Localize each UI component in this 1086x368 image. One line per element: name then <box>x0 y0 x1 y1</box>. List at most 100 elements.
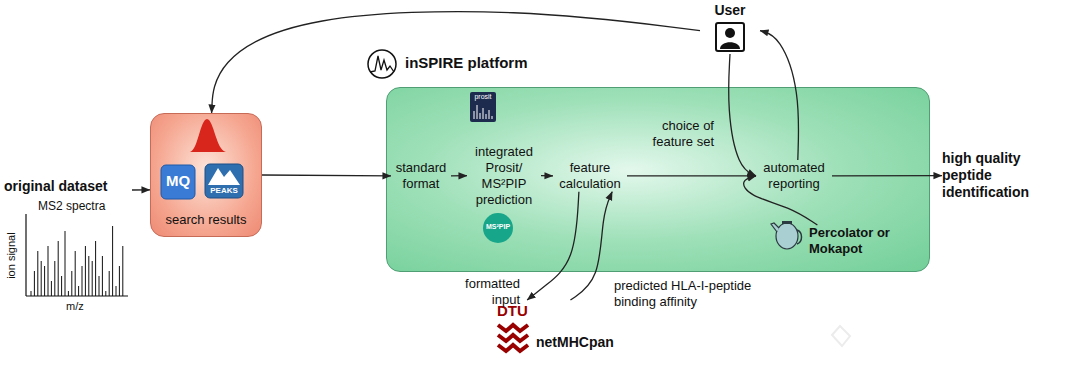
spectrum-peak <box>44 266 45 296</box>
dtu-logo <box>498 325 528 351</box>
spectrum-peak <box>99 276 100 296</box>
spectrum-peak <box>112 226 113 296</box>
node-text: User <box>700 2 760 19</box>
dtu-chevron <box>498 335 528 341</box>
edge-label: formatted input <box>448 276 520 307</box>
peaks-mountains <box>208 168 240 185</box>
node-text: search results <box>151 212 261 228</box>
dtu-chevron <box>498 325 528 331</box>
spectrum-peak <box>37 251 38 296</box>
pot-lid <box>782 221 792 224</box>
maxquant-icon <box>161 165 195 199</box>
spectrum-peak <box>109 271 110 296</box>
dataset-label: original datasetMS2 spectra <box>4 178 132 298</box>
inspire-logo <box>368 50 396 78</box>
prediction-step: integrated Prosit/ MS²PIP prediction <box>467 144 541 207</box>
search-engine-logo <box>190 119 226 152</box>
edge-label: predicted HLA-I-peptide binding affinity <box>614 278 778 309</box>
watermark-mark <box>832 326 850 346</box>
flow-arrow <box>744 176 818 225</box>
user-body <box>720 42 740 49</box>
spectrum-peak <box>116 286 117 296</box>
peaks-icon <box>205 164 243 198</box>
spectrum-peak <box>34 271 35 296</box>
node-text: Percolator or Mokapot <box>809 225 893 257</box>
spectrum-peak <box>105 291 106 296</box>
node-text: automated reporting <box>756 160 832 192</box>
spectrum-peak <box>95 241 96 296</box>
process-step: feature calculation <box>553 160 627 192</box>
pot-body <box>776 223 798 249</box>
spectrum-peak <box>58 241 59 296</box>
flow-arrow <box>132 189 150 190</box>
spectrum-peak <box>85 246 86 296</box>
spectrum-peak <box>61 276 62 296</box>
flow-arrow <box>627 175 756 176</box>
illustrations <box>26 23 850 351</box>
spectrum-peak <box>71 271 72 296</box>
y-axis <box>25 214 26 296</box>
icon-text: PEAKS <box>205 186 243 196</box>
pot-spout <box>771 223 779 232</box>
spectrum-peak <box>68 291 69 296</box>
node-subtext: MS2 spectra <box>38 199 132 214</box>
output-label: high quality peptide identification <box>942 150 1046 201</box>
node-text: original dataset <box>4 178 132 195</box>
flow-arrow <box>832 175 942 177</box>
node-text: standard format <box>391 160 451 192</box>
spectrum-peak <box>51 281 52 296</box>
spectrum-peaks <box>31 226 123 296</box>
inspire-logo-peaks <box>370 56 394 72</box>
spectrum-peak <box>41 261 42 296</box>
spectrum-peak <box>92 261 93 296</box>
pot-handle <box>797 230 802 244</box>
prosit-icon-peaks <box>474 105 492 119</box>
edge-label: choice of feature set <box>630 118 714 149</box>
user-head <box>725 28 735 38</box>
x-axis <box>26 295 128 296</box>
spectrum-peak <box>88 256 89 296</box>
user-icon <box>716 23 744 51</box>
flow-arrow <box>570 192 612 300</box>
icon-text: MQ <box>161 172 195 190</box>
icon-text: MS²PIP <box>478 223 518 231</box>
spectrum-peak <box>78 286 79 296</box>
flow-arrow <box>541 175 553 176</box>
spectrum-peak <box>102 256 103 296</box>
node-text: inSPIRE platform <box>405 54 528 72</box>
node-text: high quality peptide identification <box>942 150 1046 201</box>
spectrum-peak <box>48 246 49 296</box>
flow-arrow <box>451 175 467 176</box>
node-text: feature calculation <box>553 160 627 192</box>
connector-layer <box>132 12 942 300</box>
spectrum-peak <box>75 251 76 296</box>
user-node: User <box>700 2 760 54</box>
dtu-chevron <box>498 345 528 351</box>
rescoring-tool: Percolator or Mokapot <box>809 225 893 257</box>
user-frame <box>716 23 744 51</box>
percolator-icon <box>771 221 802 249</box>
node-text: netMHCpan <box>536 334 614 351</box>
spectrum-peak <box>65 231 66 296</box>
axis-label: ion signal <box>5 226 18 286</box>
node-text: integrated Prosit/ MS²PIP prediction <box>467 144 541 207</box>
prosit-icon <box>470 92 496 122</box>
spectrum-peak <box>122 246 123 296</box>
spectrum-peak <box>54 261 55 296</box>
spectrum-peak <box>119 266 120 296</box>
flow-arrow <box>729 54 756 176</box>
platform-box: inSPIRE platformstandard formatintegrate… <box>386 87 930 272</box>
icon-text: prosit <box>470 93 496 101</box>
axis-label: m/z <box>66 300 84 313</box>
process-step: standard format <box>391 160 451 192</box>
spectrum-peak <box>82 266 83 296</box>
flow-arrow <box>212 12 700 113</box>
flow-arrow <box>527 192 579 300</box>
spectrum-peak <box>31 291 32 296</box>
flow-arrow <box>262 174 391 176</box>
flow-arrow <box>760 31 799 160</box>
process-step: automated reporting <box>756 160 832 192</box>
